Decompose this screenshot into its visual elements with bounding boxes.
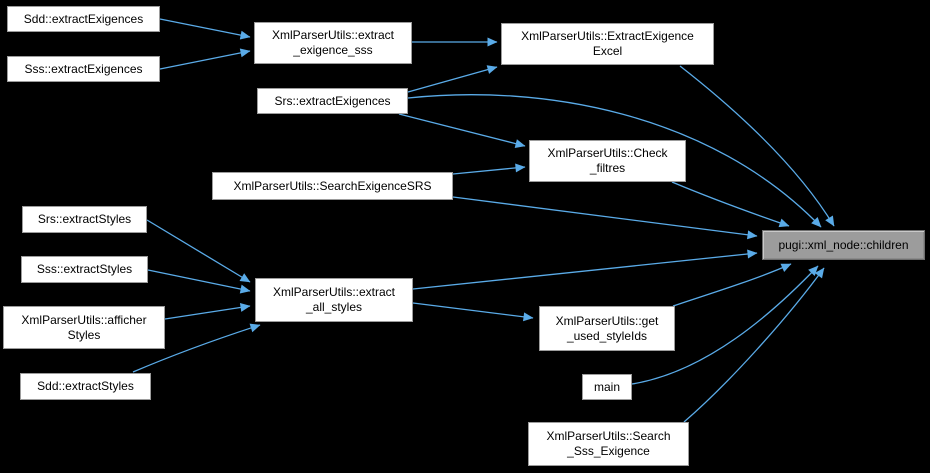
edges-group [132,18,835,423]
edge-search-exigence-srs-to-check-filtres [452,163,526,175]
node-search-exigence-srs[interactable]: XmlParserUtils::SearchExigenceSRS [212,172,453,200]
node-afficher-styles[interactable]: XmlParserUtils::afficher Styles [3,306,165,349]
edge-extract-exigence-excel-to-children [679,65,835,227]
edge-srs-extract-exigences-to-extract-exigence-excel [407,65,498,93]
node-main[interactable]: main [582,374,632,400]
edge-sdd-extract-exigences-to-extract-exigence-sss [159,18,251,40]
edge-main-to-children [631,265,819,385]
node-sss-extract-styles[interactable]: Sss::extractStyles [21,256,148,283]
edge-get-used-styleids-to-children [672,263,792,307]
edge-extract-all-styles-to-children [412,249,758,290]
node-children[interactable]: pugi::xml_node::children [762,230,925,260]
edge-extract-all-styles-to-get-used-styleids [412,302,534,322]
node-srs-extract-styles[interactable]: Srs::extractStyles [22,206,147,233]
edge-sdd-extract-styles-to-extract-all-styles [132,323,261,373]
edge-srs-extract-exigences-to-check-filtres [398,113,526,149]
edge-srs-extract-exigences-to-children [407,94,822,228]
node-check-filtres[interactable]: XmlParserUtils::Check _filtres [529,140,686,182]
edge-check-filtres-to-children [671,181,790,228]
edge-sss-extract-styles-to-extract-all-styles [147,269,251,294]
node-search-sss-exigence[interactable]: XmlParserUtils::Search _Sss_Exigence [528,422,689,466]
node-sss-extract-exigences[interactable]: Sss::extractExigences [7,56,160,82]
node-extract-exigence-excel[interactable]: XmlParserUtils::ExtractExigence Excel [501,23,714,65]
node-extract-exigence-sss[interactable]: XmlParserUtils::extract _exigence_sss [254,22,412,64]
edge-sss-extract-exigences-to-extract-exigence-sss [159,48,251,70]
edge-search-exigence-srs-to-children [452,196,758,240]
node-sdd-extract-exigences[interactable]: Sdd::extractExigences [7,6,160,32]
edge-afficher-styles-to-extract-all-styles [164,302,251,320]
edge-search-sss-exigence-to-children [683,267,825,423]
node-srs-extract-exigences[interactable]: Srs::extractExigences [257,88,408,114]
node-extract-all-styles[interactable]: XmlParserUtils::extract _all_styles [255,278,413,322]
node-sdd-extract-styles[interactable]: Sdd::extractStyles [20,373,151,400]
edge-srs-extract-styles-to-extract-all-styles [146,219,251,283]
node-get-used-styleids[interactable]: XmlParserUtils::get _used_styleIds [539,306,675,351]
